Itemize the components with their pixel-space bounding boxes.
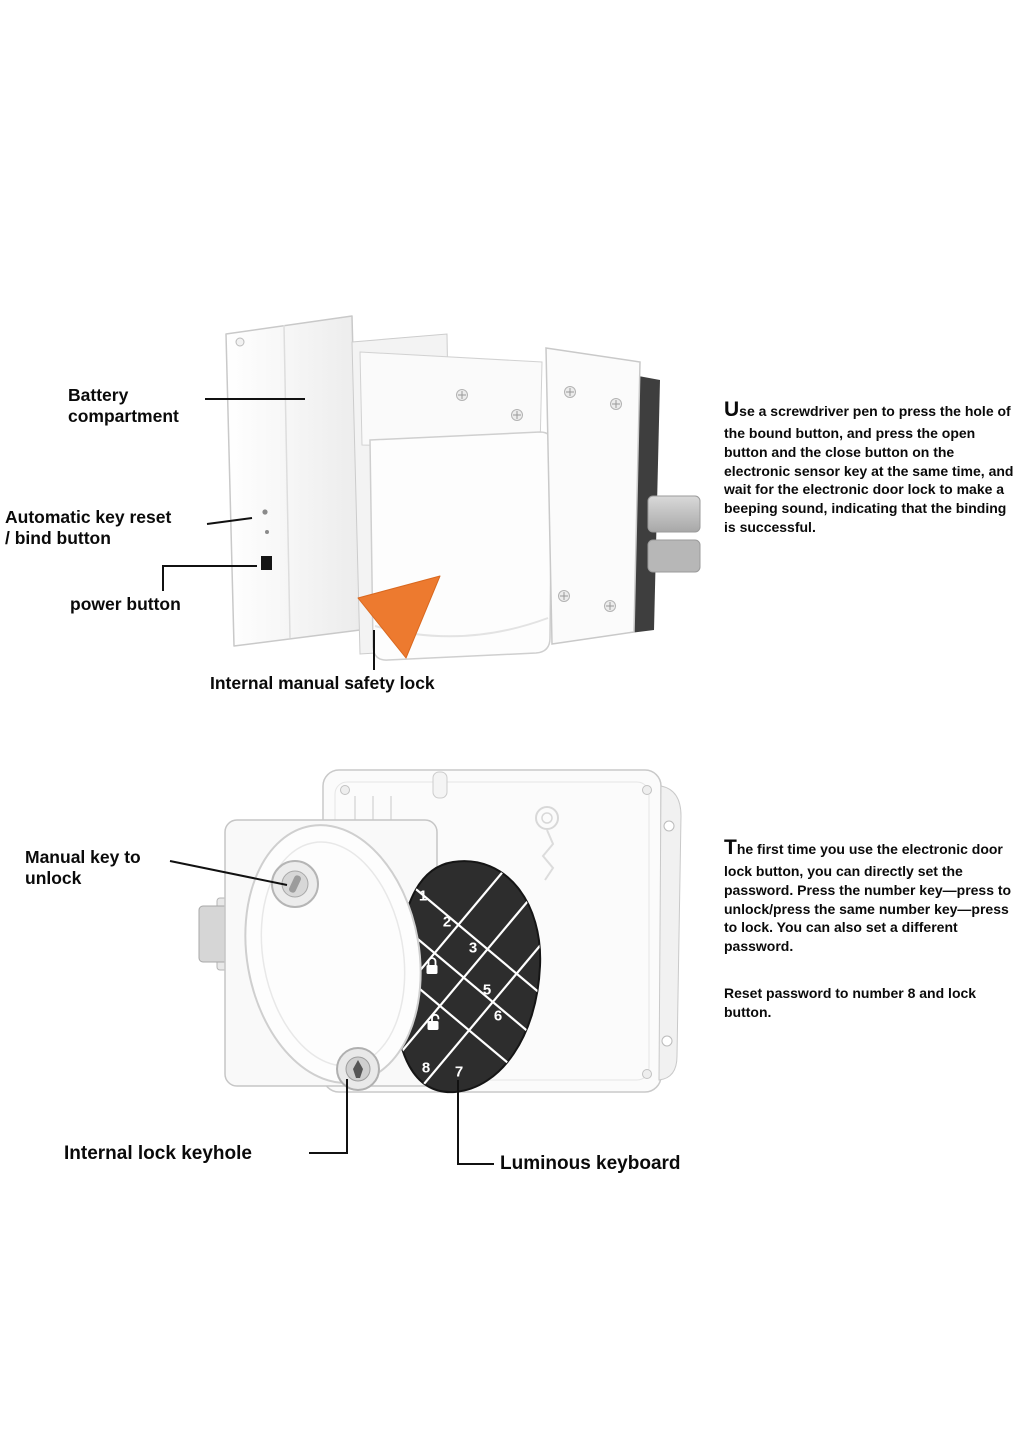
latch-bolts — [647, 495, 701, 573]
label-manual-key: Manual key to unlock — [25, 847, 141, 890]
keypad-key-5: 5 — [483, 982, 491, 999]
side-flange — [658, 785, 682, 1081]
spring-coil-icon — [535, 806, 559, 830]
label-bind-button: Automatic key reset / bind button — [5, 507, 171, 550]
label-bind-line1: Automatic key reset — [5, 507, 172, 527]
label-battery-compartment: Battery compartment — [68, 385, 179, 428]
label-safety-lock: Internal manual safety lock — [210, 673, 435, 693]
screw-icon — [456, 389, 468, 401]
top-instructions-paragraph: Use a screwdriver pen to press the hole … — [724, 398, 1014, 535]
keyhole-icon — [336, 1047, 380, 1091]
mount-plate — [545, 347, 641, 645]
keypad-key-6: 6 — [494, 1008, 502, 1025]
screw-icon — [511, 409, 523, 421]
screw-icon — [564, 386, 576, 398]
bottom-instructions-paragraph: The first time you use the electronic do… — [724, 836, 1012, 955]
keypad-key-1: 1 — [419, 888, 427, 905]
luminous-keypad: 1 2 3 5 6 7 8 — [394, 860, 542, 1094]
top-lock-illustration — [225, 315, 701, 661]
keypad-key-3: 3 — [469, 940, 477, 957]
label-power-button: power button — [70, 594, 181, 614]
reset-pin-hole-icon — [265, 530, 269, 534]
lock-icon — [426, 957, 438, 974]
unlock-icon — [427, 1013, 440, 1030]
label-luminous-keyboard: Luminous keyboard — [500, 1153, 681, 1174]
label-battery-line1: Battery — [68, 385, 129, 405]
keypad-key-2: 2 — [443, 914, 451, 931]
screw-icon — [604, 600, 616, 612]
label-manual-line1: Manual key to — [25, 847, 141, 867]
bind-button-hole-icon — [262, 509, 268, 515]
reset-password-paragraph: Reset password to number 8 and lock butt… — [724, 985, 977, 1020]
keyhole-icon — [271, 860, 319, 908]
upper-plate — [359, 351, 543, 451]
label-battery-line2: compartment — [68, 406, 179, 427]
screw-icon — [235, 337, 245, 347]
manual-safety-lock-lever — [357, 575, 441, 659]
battery-compartment-plate — [225, 315, 361, 647]
keypad-key-7: 7 — [455, 1064, 463, 1081]
label-internal-keyhole: Internal lock keyhole — [64, 1143, 252, 1164]
keypad-key-8: 8 — [422, 1060, 430, 1077]
screw-icon — [558, 590, 570, 602]
label-manual-line2: unlock — [25, 868, 82, 889]
power-button — [261, 556, 272, 570]
bottom-lock-illustration: 1 2 3 5 6 7 8 — [198, 769, 682, 1094]
screw-icon — [610, 398, 622, 410]
label-bind-line2: / bind button — [5, 528, 111, 549]
